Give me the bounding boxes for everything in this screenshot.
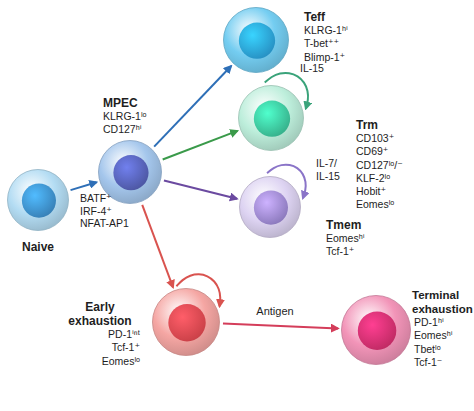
differentiation-arrow [164,180,237,198]
cell-membrane [239,86,304,151]
cell-name: Trm [356,118,436,132]
edge-label: IL-7/ IL-15 [316,157,366,182]
cell-name: Naive [8,240,68,254]
cell-nucleus [239,23,275,59]
edge-label: Antigen [245,305,305,318]
cell-shape [341,295,411,365]
edge-label: IL-15 [300,62,350,75]
cell-nucleus [358,311,397,350]
marker-list: PD-1ʰⁱ Eomesʰⁱ Tbetˡᵒ Tcf-1⁻ [414,316,474,369]
feedback-loop-arrow [267,165,306,199]
cell-node: TeffKLRG-1ʰⁱ T-bet⁺⁺ Blimp-1⁺ [223,7,289,73]
feedback-loop-arrow [176,274,220,306]
cell-shape [152,288,220,356]
differentiation-arrow [163,131,238,160]
differentiation-arrow [154,66,231,147]
marker-list: PD-1ⁱⁿᵗ Tcf-1⁺ Eomesˡᵒ [40,328,140,368]
cell-membrane [240,177,301,238]
cell-nucleus [254,101,290,137]
marker-list: KLRG-1ʰⁱ T-bet⁺⁺ Blimp-1⁺ [304,24,384,64]
differentiation-arrow [223,324,338,329]
cell-name: Tmem [326,218,406,232]
cell-membrane [224,8,289,73]
cell-node: Terminal exhaustionPD-1ʰⁱ Eomesʰⁱ Tbetˡᵒ… [341,295,411,365]
cell-membrane [8,170,69,231]
edge-label: BATF⁺ IRF-4⁺ NFAT-AP1 [80,192,150,230]
cell-shape [223,7,289,73]
cell-name: Early exhaustion [55,300,145,328]
cell-shape [239,176,301,238]
differentiation-arrow [142,205,173,288]
cell-node: Naive [7,169,69,231]
cell-node: TmemEomesʰⁱ Tcf-1⁺ [239,176,301,238]
cell-nucleus [254,191,288,225]
cell-node: TrmCD103⁺ CD69⁺ CD127ˡᵒ/⁻ KLF-2ˡᵒ Hobit⁺… [238,85,304,151]
marker-list: Eomesʰⁱ Tcf-1⁺ [326,232,406,259]
marker-list: CD103⁺ CD69⁺ CD127ˡᵒ/⁻ KLF-2ˡᵒ Hobit⁺ Eo… [356,132,436,212]
cell-nucleus [22,184,56,218]
cell-node: Early exhaustionPD-1ⁱⁿᵗ Tcf-1⁺ Eomesˡᵒ [152,288,220,356]
cell-name: Terminal exhaustion [412,288,474,316]
cell-shape [7,169,69,231]
feedback-loop-arrow [265,73,308,109]
cell-name: Teff [304,10,384,24]
marker-list: KLRG-1ˡᵒ CD127ʰⁱ [103,110,173,137]
cell-membrane [342,296,411,365]
cell-shape [238,85,304,151]
differentiation-arrow [71,182,97,190]
cell-membrane [153,289,220,356]
cell-nucleus [168,304,205,341]
cell-name: MPEC [103,96,173,110]
cell-nucleus [113,155,148,190]
